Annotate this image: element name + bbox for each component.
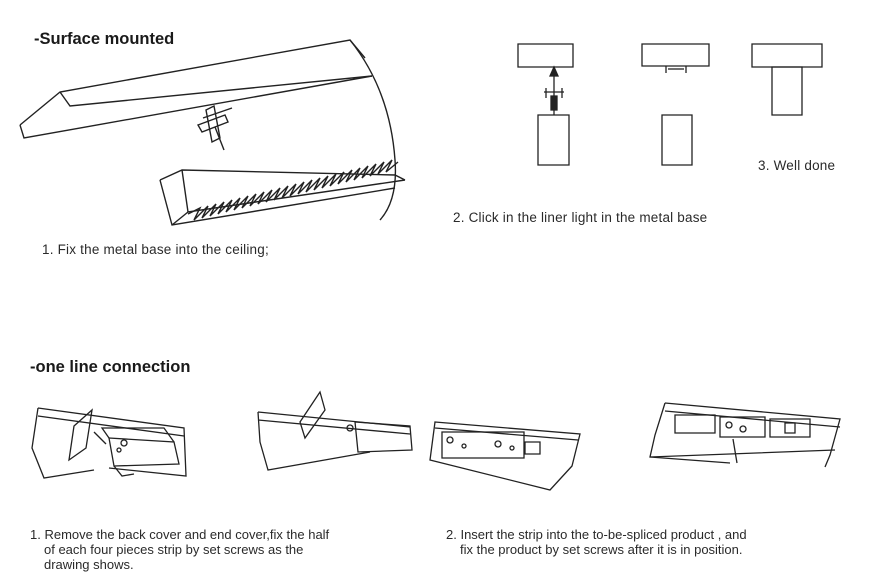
connection-final-drawing xyxy=(645,395,845,475)
click-in-sequence-drawing xyxy=(510,40,830,170)
connection-step2-drawing xyxy=(250,382,590,502)
section-heading-one-line-connection: -one line connection xyxy=(30,358,191,376)
connection-step-1-caption: 1. Remove the back cover and end cover,f… xyxy=(30,527,430,572)
connection-step-1-line-1: 1. Remove the back cover and end cover,f… xyxy=(30,527,330,542)
connection-step-1-line-2: of each four pieces strip by set screws … xyxy=(44,542,304,557)
connection-step-2-caption: 2. Insert the strip into the to-be-splic… xyxy=(446,527,876,557)
surface-step-2-caption: 2. Click in the liner light in the metal… xyxy=(453,210,708,225)
surface-step-3-caption: 3. Well done xyxy=(758,158,836,173)
connection-step-1-line-3: drawing shows. xyxy=(44,557,134,572)
ceiling-mount-drawing xyxy=(10,30,410,245)
section-heading-surface-mounted: -Surface mounted xyxy=(34,30,175,48)
connection-step-2-line-1: 2. Insert the strip into the to-be-splic… xyxy=(446,527,747,542)
connection-step1-drawing xyxy=(14,398,194,498)
connection-step-2-line-2: fix the product by set screws after it i… xyxy=(460,542,743,557)
surface-step-1-caption: 1. Fix the metal base into the ceiling; xyxy=(42,242,269,257)
